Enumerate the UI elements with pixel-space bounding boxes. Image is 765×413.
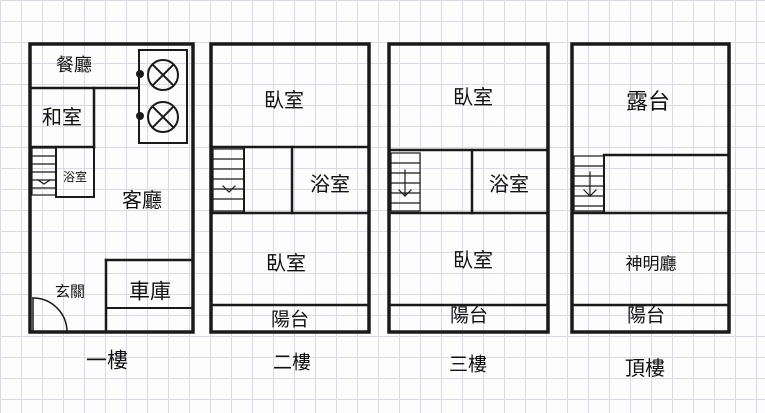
entrance-door-icon bbox=[32, 297, 68, 333]
room-label-living: 客廳 bbox=[122, 188, 162, 212]
room-label-entrance: 玄關 bbox=[54, 282, 86, 301]
stair-icon bbox=[573, 155, 605, 212]
floor-top-walls bbox=[570, 42, 731, 334]
floor-title: 二樓 bbox=[272, 351, 312, 374]
room-label-bedroom: 臥室 bbox=[266, 251, 306, 275]
floor-3-walls bbox=[387, 42, 550, 334]
room-label-terrace: 露台 bbox=[625, 90, 671, 115]
floor-title: 頂樓 bbox=[625, 356, 665, 380]
stair-icon bbox=[31, 147, 57, 196]
room-label-bedroom: 臥室 bbox=[453, 85, 493, 109]
room-label-dining: 餐廳 bbox=[56, 55, 92, 76]
room-label-balcony: 陽台 bbox=[449, 304, 489, 327]
room-label-bath: 浴室 bbox=[62, 170, 88, 184]
stair-icon bbox=[212, 148, 245, 212]
room-label-shrine-hall: 神明廳 bbox=[625, 254, 677, 275]
room-label-bedroom: 臥室 bbox=[264, 88, 304, 112]
floor-title: 一樓 bbox=[86, 348, 128, 373]
floor-title: 三樓 bbox=[448, 353, 488, 376]
stove-icon bbox=[136, 49, 188, 144]
room-label-bath: 浴室 bbox=[489, 172, 529, 196]
room-label-bath: 浴室 bbox=[310, 172, 350, 196]
room-label-balcony: 陽台 bbox=[270, 308, 310, 331]
room-label-bedroom: 臥室 bbox=[453, 248, 493, 272]
stair-icon bbox=[390, 152, 421, 212]
room-label-garage: 車庫 bbox=[129, 279, 171, 304]
room-label-japanese-room: 和室 bbox=[42, 105, 82, 129]
room-label-balcony: 陽台 bbox=[626, 304, 666, 327]
